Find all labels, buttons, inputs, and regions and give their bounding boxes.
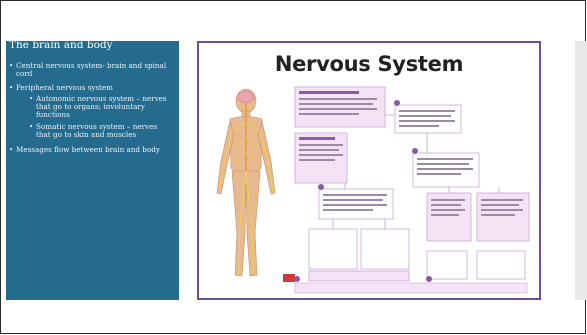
brain-illustration xyxy=(238,91,254,103)
bullet-pns-label: Peripheral nervous system xyxy=(16,83,113,92)
bullet-somatic: Somatic nervous system – nerves that go … xyxy=(29,123,169,139)
bullet-list: Central nervous system- brain and spinal… xyxy=(9,62,169,160)
slide-title: The brain and body xyxy=(9,39,113,51)
bullet-messages: Messages flow between brain and body xyxy=(9,146,169,154)
nervous-system-diagram: Nervous System xyxy=(197,41,541,300)
diagram-graphic xyxy=(199,43,539,298)
bullet-pns: Peripheral nervous system Autonomic nerv… xyxy=(9,84,169,139)
stimulus-marker xyxy=(283,274,295,282)
diagram-title: Nervous System xyxy=(199,52,539,76)
bullet-autonomic: Autonomic nervous system – nerves that g… xyxy=(29,95,169,120)
side-panel-edge xyxy=(575,41,587,300)
bullet-cns: Central nervous system- brain and spinal… xyxy=(9,62,169,78)
